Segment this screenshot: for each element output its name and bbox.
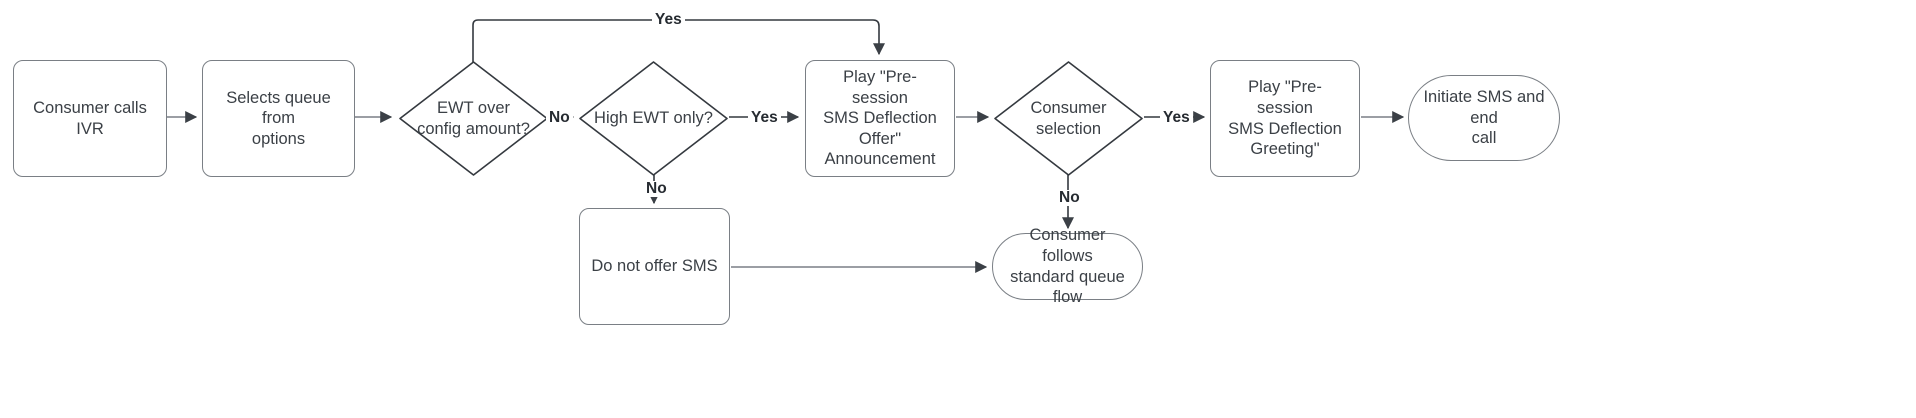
node-ewt-over-config-amount[interactable]: EWT over config amount? — [398, 60, 549, 177]
node-initiate-sms-and-end-call[interactable]: Initiate SMS and end call — [1408, 75, 1560, 161]
node-selects-queue-from-options[interactable]: Selects queue from options — [202, 60, 355, 177]
node-label: Do not offer SMS — [591, 257, 718, 276]
edge-label-ewt-yes: Yes — [652, 12, 685, 28]
node-consumer-follows-standard-queue-flow[interactable]: Consumer follows standard queue flow — [992, 226, 1143, 306]
node-play-presession-sms-deflection-greeting[interactable]: Play "Pre-session SMS Deflection Greetin… — [1210, 60, 1360, 177]
node-label: Consumer selection — [1030, 98, 1107, 138]
node-do-not-offer-sms[interactable]: Do not offer SMS — [579, 208, 730, 325]
diamond-shape — [994, 61, 1143, 176]
node-label: EWT over config amount? — [417, 98, 530, 138]
edge-label-high-ewt-no: No — [643, 181, 670, 197]
node-label: Selects queue from options — [226, 88, 331, 148]
node-label: Play "Pre-session SMS Deflection Offer" … — [823, 67, 937, 169]
diamond-shape — [579, 61, 728, 176]
node-label: Consumer follows standard queue flow — [1010, 226, 1125, 307]
node-consumer-calls-ivr[interactable]: Consumer calls IVR — [13, 60, 167, 177]
node-label: Play "Pre-session SMS Deflection Greetin… — [1228, 78, 1342, 159]
edge-label-ewt-no: No — [546, 110, 573, 126]
edge-label-high-ewt-yes: Yes — [748, 110, 781, 126]
node-label: High EWT only? — [594, 109, 713, 128]
edge-label-selection-yes: Yes — [1160, 110, 1193, 126]
node-high-ewt-only[interactable]: High EWT only? — [578, 60, 729, 177]
node-play-presession-sms-deflection-offer-announcement[interactable]: Play "Pre-session SMS Deflection Offer" … — [805, 60, 955, 177]
diamond-shape — [399, 61, 548, 176]
edge-label-selection-no: No — [1056, 190, 1083, 206]
node-label: Consumer calls IVR — [33, 98, 147, 138]
node-label: Initiate SMS and end call — [1423, 88, 1545, 148]
node-consumer-selection[interactable]: Consumer selection — [993, 60, 1144, 177]
